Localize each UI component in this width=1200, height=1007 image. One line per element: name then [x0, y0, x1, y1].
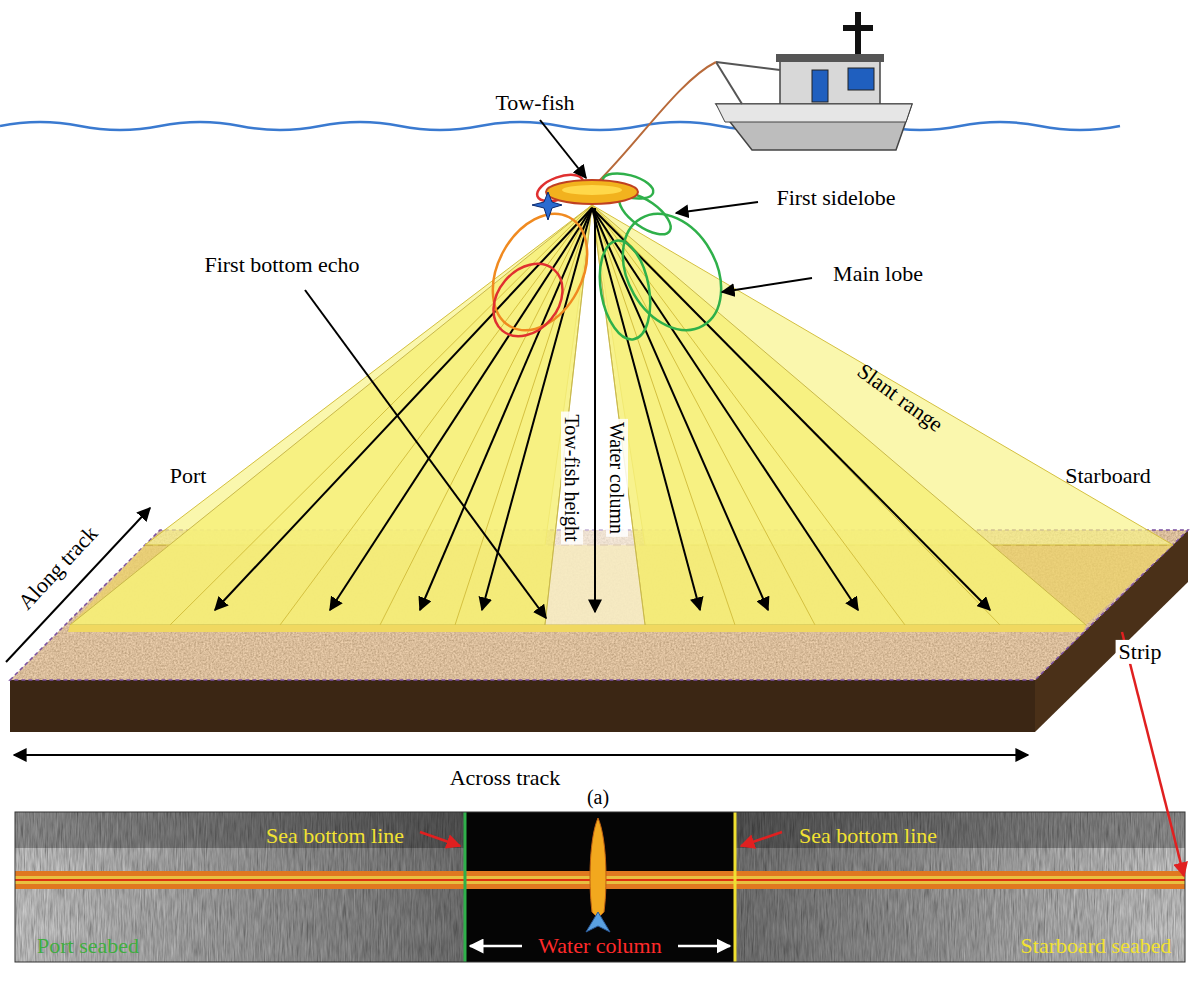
sonar-label: Sea bottom line	[796, 824, 940, 848]
tow-cable	[598, 62, 716, 182]
sonar-label: Port seabed	[34, 934, 142, 958]
sonar-label: Water column	[535, 934, 664, 958]
callout-label: First bottom echo	[201, 253, 362, 277]
sonar-label: Sea bottom line	[263, 824, 407, 848]
survey-vessel	[716, 12, 912, 150]
tow-fish	[532, 180, 638, 220]
sea-surface	[0, 122, 1120, 130]
axis-label: Along track	[11, 519, 104, 616]
along-track-arrow	[6, 508, 150, 662]
vertical-label: Water column	[606, 419, 628, 537]
callout-label: First sidelobe	[773, 186, 898, 210]
pointer-arrows	[420, 632, 1184, 876]
callout-label: Main lobe	[830, 262, 926, 286]
beam-lobes	[474, 169, 741, 350]
vertical-label: Tow-fish height	[561, 412, 583, 545]
axis-label: Across track	[447, 766, 564, 790]
side-label: Starboard	[1062, 464, 1154, 488]
sonar-label: Starboard seabed	[1018, 934, 1175, 958]
panel-tag: (a)	[584, 786, 612, 808]
callout-label: Strip	[1116, 640, 1165, 664]
callout-label: Slant range	[850, 357, 950, 439]
callout-label: Tow-fish	[492, 91, 577, 115]
across-track-arrow	[14, 754, 1028, 756]
side-label: Port	[167, 464, 210, 488]
leader-arrows	[540, 120, 812, 292]
beam-fan	[68, 205, 1173, 632]
sonar-record	[15, 812, 1185, 962]
